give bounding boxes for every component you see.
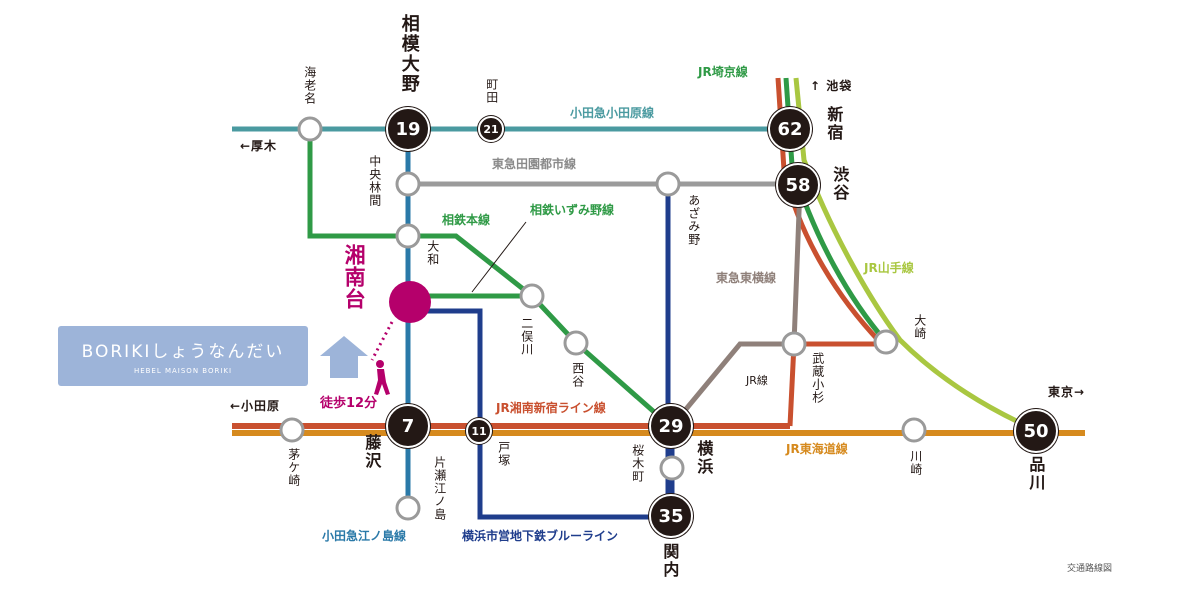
minutes-shinagawa: 50 [1014,409,1058,453]
line-label-jr-saikyo: JR埼京線 [698,65,748,79]
line-label-sotetsu-main: 相鉄本線 [442,213,491,227]
minutes-shibuya: 58 [776,163,820,207]
direction-odawara: ←小田原 [230,399,281,413]
node-azamino [655,171,681,197]
line-label-odakyu-enoshima: 小田急江ノ島線 [322,529,407,543]
minutes-sagami-ono: 19 [386,107,430,151]
station-sakuragicho: 桜木町 [630,444,645,483]
station-nodes [279,116,927,521]
node-ebina [297,116,323,142]
jr-line [787,341,886,427]
station-kawasaki: 川崎 [908,450,923,476]
station-sagami-ono: 相模大野 [398,14,420,94]
station-azamino: あざみ野 [686,194,701,246]
walk-time: 徒歩12分 [320,396,378,411]
station-fujisawa: 藤沢 [362,434,382,470]
node-katase-enoshima [395,495,421,521]
minutes-kannai: 35 [649,494,693,538]
walk-route [370,321,394,361]
minutes-fujisawa: 7 [386,404,430,448]
direction-tokyo: 東京→ [1048,385,1086,399]
node-osaki [873,329,899,355]
line-label-blue-line: 横浜市営地下鉄ブルーライン [462,529,619,543]
station-shinagawa: 品川 [1026,456,1046,492]
station-totsuka: 戸塚 [496,441,511,467]
property-box: BORIKIしょうなんだい HEBEL MAISON BORIKI [58,326,308,386]
map-caption: 交通路線図 [1066,564,1112,574]
station-chuo-rinkan: 中央林間 [367,155,382,207]
station-ebina: 海老名 [302,66,317,105]
station-machida: 町田 [484,78,499,104]
line-label-jr-shonan-shinjuku: JR湘南新宿ライン線 [496,401,606,415]
direction-ikebukuro: ↑ 池袋 [810,79,853,93]
node-musashi-kosugi [781,331,807,357]
station-kannai: 関内 [660,543,680,579]
property-name: BORIKIしょうなんだい [81,342,285,362]
jr-yamanote-line [793,77,1037,433]
node-sakuragicho [659,455,685,481]
station-yokohama: 横浜 [694,440,714,476]
arrow-up-icon [320,336,368,378]
minutes-shinjuku: 62 [768,107,812,151]
line-label-tokyu-denentoshi: 東急田園都市線 [492,157,577,171]
station-yamato: 大和 [425,240,440,266]
blue-line [410,308,672,520]
property-subtitle: HEBEL MAISON BORIKI [133,367,233,375]
station-chigasaki: 茅ケ崎 [286,448,301,487]
minutes-yokohama: 29 [649,404,693,448]
station-futamatagawa: 二俣川 [519,317,534,356]
node-futamatagawa [519,283,545,309]
sotetsu-main-line [307,129,672,428]
node-chuo-rinkan [395,171,421,197]
minutes-machida: 21 [478,116,504,142]
direction-atsugi: ←厚木 [240,139,278,153]
node-nishiya [563,330,589,356]
tokyu-toyoko-line [670,185,803,428]
station-shinjuku: 新宿 [824,106,844,142]
shonandai-marker [389,281,431,323]
node-kawasaki [901,417,927,443]
station-osaki: 大崎 [912,314,927,340]
station-shibuya: 渋谷 [830,166,850,202]
station-nishiya: 西谷 [570,362,585,388]
node-yamato [395,223,421,249]
line-label-odakyu-odawara: 小田急小田原線 [570,106,655,120]
station-shonandai: 湘南台 [342,244,367,310]
line-label-tokyu-toyoko: 東急東横線 [716,271,777,285]
station-musashi-kosugi: 武蔵小杉 [810,352,825,404]
line-label-jr-yamanote: JR山手線 [864,261,914,275]
line-label-sotetsu-izumino: 相鉄いずみ野線 [530,203,615,217]
walker-icon [374,360,390,395]
line-label-jr-tokaido: JR東海道線 [786,442,848,456]
node-chigasaki [279,417,305,443]
line-label-jr-line: JR線 [746,374,768,387]
station-katase-enoshima: 片瀬江ノ島 [432,456,447,521]
minutes-totsuka: 11 [466,418,492,444]
izumino-pointer [471,221,527,293]
